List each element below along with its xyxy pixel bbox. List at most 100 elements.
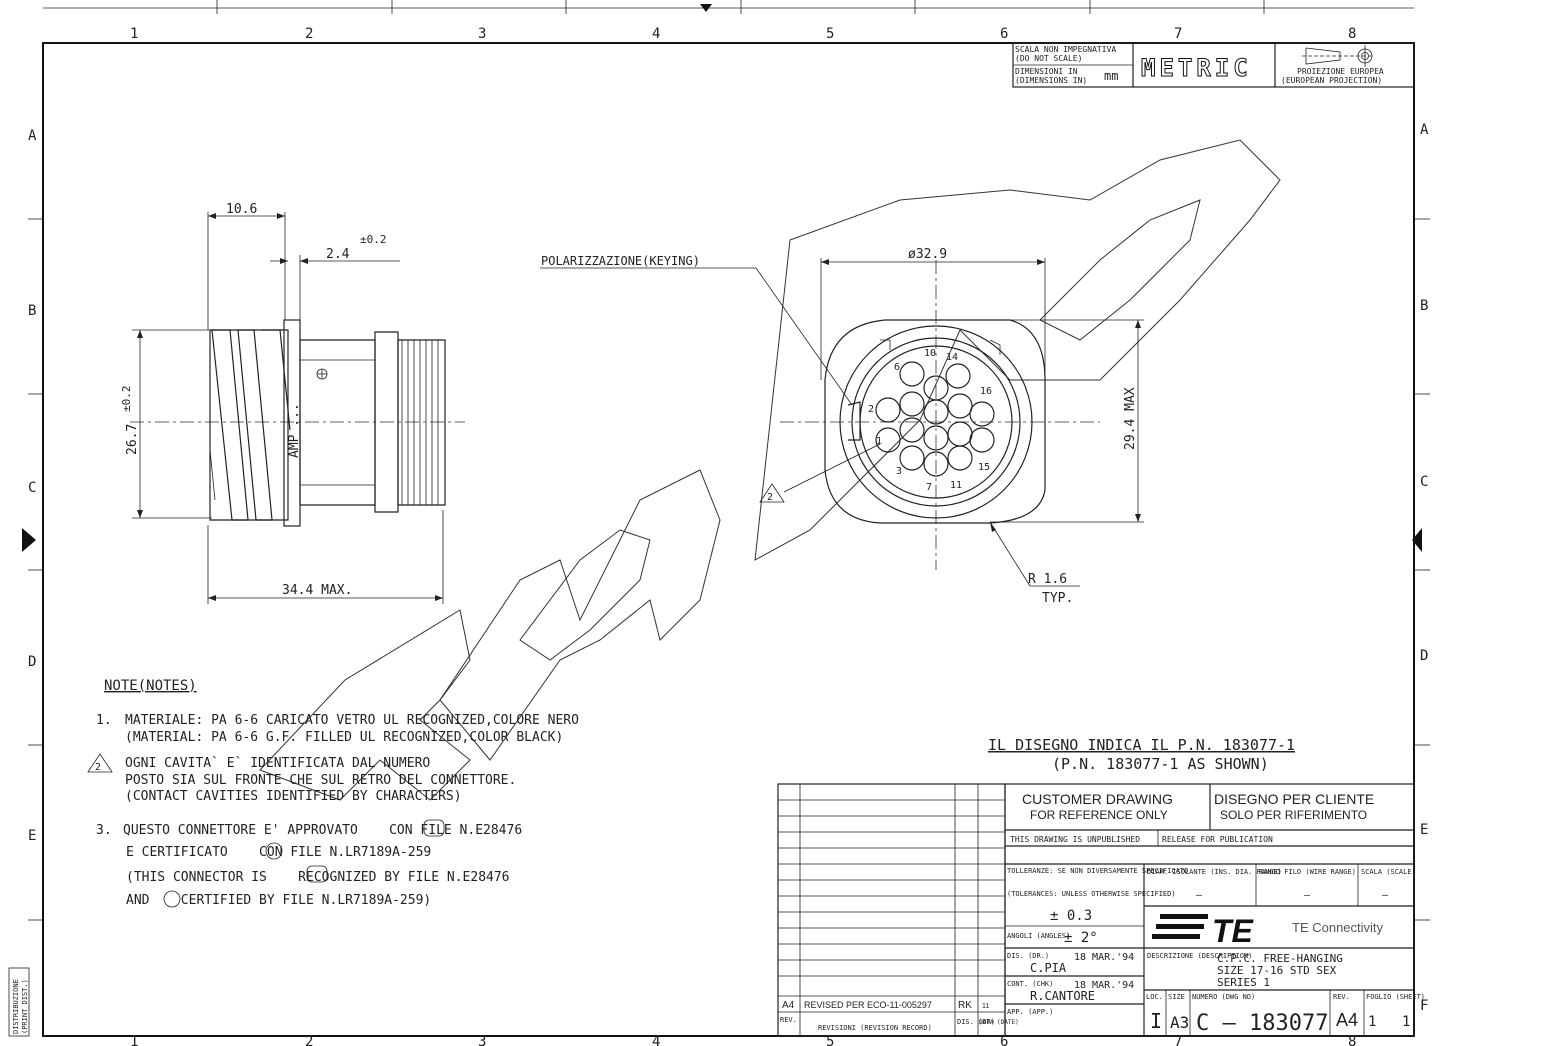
checked-date: 18 MAR.'94 — [1074, 980, 1134, 991]
revision-col-rev: REV. — [780, 1016, 797, 1024]
projection-it-label: PROIEZIONE EUROPEA — [1297, 67, 1384, 76]
pin-2-label: 2 — [868, 404, 874, 415]
front-view: 1 2 3 6 7 10 11 14 15 16 POLARIZZAZIONE(… — [540, 247, 1144, 606]
top-zone-ruler — [43, 0, 1414, 14]
unpublished-label: THIS DRAWING IS UNPUBLISHED — [1010, 835, 1140, 844]
dim-flange-label: 2.4 — [326, 247, 350, 262]
csa-certified-icon — [265, 842, 283, 860]
note-2-line-2: POSTO SIA SUL FRONTE CHE SUL RETRO DEL C… — [125, 773, 516, 788]
zone-row-c: C — [28, 480, 36, 496]
checked-by-label: CONT. (CHK) — [1007, 980, 1053, 988]
description-line-2: SIZE 17-16 STD SEX — [1217, 964, 1337, 977]
note-2-line-3: (CONTACT CAVITIES IDENTIFIED BY CHARACTE… — [125, 789, 462, 804]
zone-col-4-bottom: 4 — [652, 1034, 660, 1046]
note-1-line-2: (MATERIAL: PA 6-6 G.F. FILLED UL RECOGNI… — [125, 730, 563, 745]
drawn-by-name: C.PIA — [1030, 961, 1067, 975]
notes-section: NOTE(NOTES) 1. MATERIALE: PA 6-6 CARICAT… — [87, 678, 579, 908]
unit-label: mm — [1104, 69, 1118, 83]
zone-row-a-right: A — [1420, 122, 1429, 138]
revision-col-dis: DIS. (DR) — [957, 1018, 995, 1026]
dim-height-label: 26.7 — [125, 424, 140, 455]
zone-col-8-bottom: 8 — [1348, 1034, 1356, 1046]
zone-row-f-right: F — [1420, 998, 1428, 1014]
disegno-cliente-line-2: SOLO PER RIFERIMENTO — [1220, 808, 1367, 822]
part-indication: IL DISEGNO INDICA IL P.N. 183077-1 (P.N.… — [988, 736, 1295, 773]
company-name: TE Connectivity — [1292, 920, 1384, 935]
note-3-number: 3. — [96, 823, 112, 838]
zone-row-d-right: D — [1420, 648, 1428, 664]
description-label: DESCRIZIONE (DESCRIPTION) — [1147, 952, 1252, 960]
sheet-of-value: 1 — [1402, 1014, 1410, 1030]
pin-1-label: 1 — [876, 436, 882, 447]
zone-row-d: D — [28, 654, 36, 670]
zone-row-c-right: C — [1420, 474, 1428, 490]
revision-row-rev: A4 — [782, 1000, 795, 1011]
dim-en-label: (DIMENSIONS IN) — [1015, 76, 1087, 85]
rev-value: A4 — [1336, 1010, 1358, 1030]
ul-recognized-icon-2 — [306, 865, 328, 883]
diam-range-value: — — [1196, 890, 1203, 901]
zone-row-e-right: E — [1420, 822, 1428, 838]
zone-row-b: B — [28, 303, 36, 319]
rev-label: REV. — [1333, 993, 1350, 1001]
checked-by-name: R.CANTORE — [1030, 989, 1095, 1003]
pin-7-label: 7 — [926, 482, 932, 493]
angle-value: ± 2° — [1064, 930, 1098, 946]
center-mark-left-icon — [22, 528, 36, 552]
pin-6-label: 6 — [894, 362, 900, 373]
dim-flange-tolerance: ±0.2 — [360, 233, 387, 246]
zone-col-6-bottom: 6 — [1000, 1034, 1008, 1046]
note-3-line-3: (THIS CONNECTOR IS RECOGNIZED BY FILE N.… — [126, 870, 510, 885]
note-1-number: 1. — [96, 713, 112, 728]
ul-recognized-icon — [423, 819, 445, 837]
radius-typ-label: TYP. — [1042, 591, 1073, 606]
zone-row-e: E — [28, 828, 36, 844]
description-line-1: C.P.C. FREE-HANGING — [1217, 952, 1343, 965]
zone-col-1: 1 — [130, 26, 138, 42]
dwg-number-value: C — 183077 — [1196, 1011, 1328, 1036]
description-line-3: SERIES 1 — [1217, 976, 1270, 989]
amp-watermark — [259, 139, 1281, 801]
customer-drawing-line-1: CUSTOMER DRAWING — [1022, 791, 1173, 807]
sheet-value: 1 — [1368, 1014, 1376, 1030]
pin-3-label: 3 — [896, 466, 902, 477]
size-value: A3 — [1170, 1013, 1189, 1032]
zone-col-8: 8 — [1348, 26, 1356, 42]
distribution-line-1: DISTRIBUZIONE — [12, 979, 20, 1034]
side-view: AMP ... 10.6 2.4 ±0.2 26.7 ±0.2 34.4 MAX… — [120, 202, 465, 604]
notes-header: NOTE(NOTES) — [104, 678, 197, 694]
zone-col-1-bottom: 1 — [130, 1034, 138, 1046]
dim-width-label: 10.6 — [226, 202, 257, 217]
zone-col-6: 6 — [1000, 26, 1008, 42]
zone-row-a: A — [28, 128, 37, 144]
zone-col-3-bottom: 3 — [478, 1034, 486, 1046]
scale-value: — — [1382, 890, 1389, 901]
zone-col-5: 5 — [826, 26, 834, 42]
zone-col-2: 2 — [305, 26, 313, 42]
european-projection-icon — [1302, 45, 1373, 67]
contact-cavities — [875, 361, 995, 477]
scale-metric-box: SCALA NON IMPEGNATIVA (DO NOT SCALE) DIM… — [1012, 42, 1415, 88]
dim-diameter-label: ø32.9 — [908, 247, 947, 262]
pin-15-label: 15 — [978, 462, 990, 473]
amp-marking-label: AMP ... — [287, 403, 302, 458]
note-3-line-2: E CERTIFICATO CON FILE N.LR7189A-259 — [126, 845, 431, 860]
size-label: SIZE — [1168, 993, 1185, 1001]
note-2-callout-icon — [759, 483, 785, 503]
drawn-by-label: DIS. (DR.) — [1007, 952, 1049, 960]
title-block: CUSTOMER DRAWING FOR REFERENCE ONLY DISE… — [1004, 783, 1425, 1037]
center-mark-right-icon — [1412, 528, 1422, 552]
note-3-line-1: QUESTO CONNETTORE E' APPROVATO CON FILE … — [123, 823, 522, 838]
zone-row-b-right: B — [1420, 298, 1428, 314]
metric-label: METRIC — [1141, 54, 1252, 82]
note-3-line-4: AND CERTIFIED BY FILE N.LR7189A-259) — [126, 893, 431, 908]
revision-col-date: DATA (DATE) — [979, 1019, 1019, 1026]
revision-row-date: 11 — [982, 1003, 989, 1010]
revision-col-desc: REVISIONI (REVISION RECORD) — [818, 1024, 932, 1032]
diam-range-label: DIAM. ISOLANTE (INS. DIA. RANGE) — [1147, 868, 1282, 876]
release-label: RELEASE FOR PUBLICATION — [1162, 835, 1273, 844]
disegno-cliente-line-1: DISEGNO PER CLIENTE — [1214, 791, 1374, 807]
radius-label: R 1.6 — [1028, 572, 1067, 587]
revision-row-desc: REVISED PER ECO-11-005297 — [804, 1000, 932, 1010]
